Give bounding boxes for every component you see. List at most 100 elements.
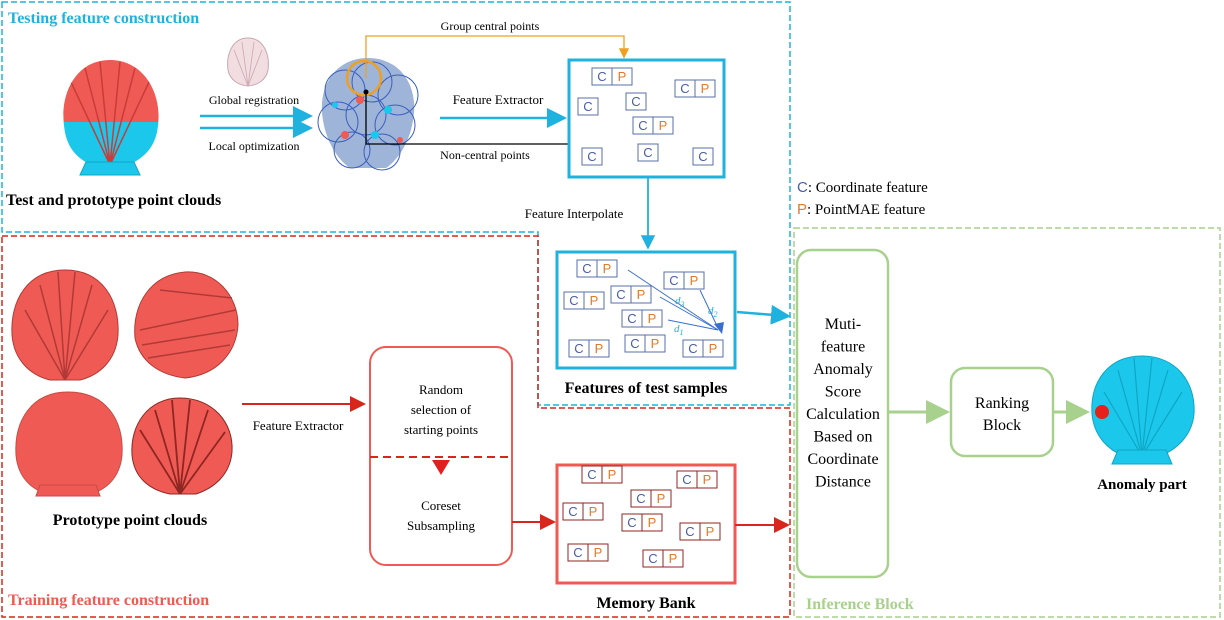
pointmae-feature-letter: P xyxy=(659,118,668,133)
coordinate-feature-letter: C xyxy=(685,524,694,539)
pointmae-feature-letter: P xyxy=(637,287,646,302)
coreset-line1: Coreset xyxy=(421,498,461,513)
prototype-label: Prototype point clouds xyxy=(53,512,207,529)
feature-interpolate-label: Feature Interpolate xyxy=(525,206,624,221)
feature-cell-c: C xyxy=(581,147,603,166)
pointmae-feature-letter: P xyxy=(608,467,617,482)
feature-cell-c: C xyxy=(692,147,714,166)
training-feature-extractor-label: Feature Extractor xyxy=(253,418,344,433)
features-test-samples-label: Features of test samples xyxy=(565,380,728,397)
pointmae-feature-letter: P xyxy=(657,491,666,506)
random-line1: Random xyxy=(419,382,463,397)
coordinate-feature-letter: C xyxy=(638,118,647,133)
pointmae-feature-letter: P xyxy=(648,515,657,530)
training-title: Training feature construction xyxy=(8,592,209,609)
coordinate-feature-letter: C xyxy=(582,261,591,276)
feature-cell-c: C xyxy=(625,92,647,111)
coordinate-feature-letter: C xyxy=(568,504,577,519)
coordinate-feature-letter: C xyxy=(630,336,639,351)
local-optimization-label: Local optimization xyxy=(209,139,300,153)
central-point-highlight xyxy=(345,59,383,97)
test-shell-image xyxy=(63,60,159,176)
coordinate-feature-letter: C xyxy=(583,99,592,114)
svg-text:P: PointMAE feature: P: PointMAE feature xyxy=(797,201,926,218)
coreset-line2: Subsampling xyxy=(407,518,475,533)
score-calculation-line: Calculation xyxy=(806,406,880,423)
group-central-points-arrow xyxy=(365,35,630,78)
score-calculation-line: Muti- xyxy=(825,316,861,333)
coordinate-feature-letter: C xyxy=(648,551,657,566)
legend-p-text: : PointMAE feature xyxy=(807,202,926,218)
group-central-points-label: Group central points xyxy=(441,19,540,33)
pointmae-feature-letter: P xyxy=(701,81,710,96)
grouped-point-cloud-image xyxy=(317,58,419,171)
pointmae-feature-letter: P xyxy=(594,545,603,560)
prototype-shells-image xyxy=(11,269,239,497)
random-line3: starting points xyxy=(404,422,478,437)
pointmae-feature-letter: P xyxy=(651,336,660,351)
legend-p-letter: P xyxy=(797,201,807,218)
coordinate-feature-letter: C xyxy=(569,293,578,308)
score-calculation-text: Muti-featureAnomalyScoreCalculationBased… xyxy=(806,316,880,491)
pointmae-feature-letter: P xyxy=(703,472,712,487)
score-calculation-line: Based on xyxy=(813,429,872,446)
feature-cell-c: C xyxy=(637,143,659,162)
prototype-small-shell-image xyxy=(227,37,269,87)
inference-title: Inference Block xyxy=(806,596,914,613)
coreset-down-triangle xyxy=(432,460,450,475)
score-calculation-line: Score xyxy=(825,384,861,401)
pointmae-feature-letter: P xyxy=(706,524,715,539)
score-calculation-line: Distance xyxy=(815,474,871,491)
anomaly-part-label: Anomaly part xyxy=(1097,477,1187,493)
coordinate-feature-letter: C xyxy=(574,341,583,356)
distance-lines xyxy=(627,269,724,334)
pointmae-feature-letter: P xyxy=(709,341,718,356)
coordinate-feature-letter: C xyxy=(643,145,652,160)
svg-text:C: Coordinate feature: C: Coordinate feature xyxy=(797,179,928,196)
coordinate-feature-letter: C xyxy=(587,467,596,482)
ranking-block-box xyxy=(949,366,1055,458)
coordinate-feature-letter: C xyxy=(636,491,645,506)
pointmae-feature-letter: P xyxy=(618,69,627,84)
pointmae-feature-letter: P xyxy=(595,341,604,356)
coordinate-feature-letter: C xyxy=(669,273,678,288)
pointmae-feature-letter: P xyxy=(690,273,699,288)
coordinate-feature-letter: C xyxy=(631,94,640,109)
test-to-inference-arrow xyxy=(736,304,791,325)
pointmae-feature-letter: P xyxy=(648,311,657,326)
coordinate-feature-letter: C xyxy=(597,69,606,84)
coordinate-feature-letter: C xyxy=(682,472,691,487)
coordinate-feature-letter: C xyxy=(680,81,689,96)
d3-label: d3 xyxy=(675,295,685,309)
legend-c-text: : Coordinate feature xyxy=(808,180,928,196)
testing-title: Testing feature construction xyxy=(8,10,199,27)
score-calculation-line: feature xyxy=(821,339,865,356)
coordinate-feature-letter: C xyxy=(627,311,636,326)
feature-extractor-label: Feature Extractor xyxy=(453,92,544,107)
score-calculation-line: Coordinate xyxy=(807,451,878,468)
d1-label: d1 xyxy=(674,323,684,337)
test-clouds-label: Test and prototype point clouds xyxy=(6,192,221,209)
ranking-line1: Ranking xyxy=(975,395,1029,412)
feature-cell-c: C xyxy=(577,97,599,116)
inference-section-frame xyxy=(793,227,1221,618)
coordinate-feature-letter: C xyxy=(573,545,582,560)
pointmae-feature-letter: P xyxy=(603,261,612,276)
